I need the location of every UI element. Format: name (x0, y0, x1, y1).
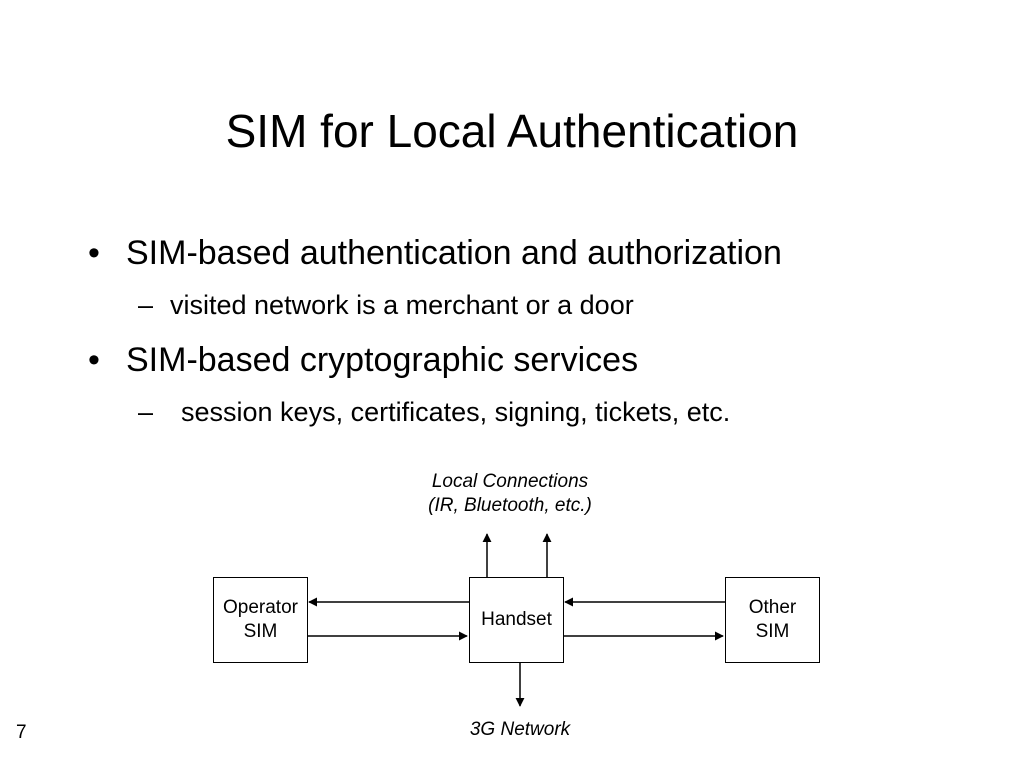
bullet-marker: • (88, 341, 100, 379)
operator-sim-line1: Operator (223, 597, 298, 618)
slide-title: SIM for Local Authentication (225, 105, 799, 157)
operator-sim-box: Operator SIM (213, 577, 308, 663)
local-connections-line1: Local Connections (431, 471, 589, 492)
sub-bullet-item: – session keys, certificates, signing, t… (138, 396, 731, 428)
bullet-text: SIM-based authentication and authorizati… (126, 234, 782, 272)
other-sim-box: Other SIM (725, 577, 820, 663)
sub-bullet-item: – visited network is a merchant or a doo… (138, 289, 634, 321)
sub-bullet-text: session keys, certificates, signing, tic… (181, 397, 731, 427)
operator-sim-line2: SIM (243, 621, 278, 642)
local-connections-line2: (IR, Bluetooth, etc.) (428, 495, 592, 516)
bullet-item: • SIM-based cryptographic services (88, 340, 639, 380)
sub-bullet-text: visited network is a merchant or a door (170, 290, 634, 320)
handset-label: Handset (481, 609, 552, 630)
bullet-item: • SIM-based authentication and authoriza… (88, 233, 782, 273)
other-sim-line1: Other (748, 597, 797, 618)
bullet-text: SIM-based cryptographic services (126, 341, 639, 379)
local-connections-label: Local Connections (IR, Bluetooth, etc.) (380, 470, 640, 518)
page-number: 7 (16, 722, 27, 743)
handset-box: Handset (469, 577, 564, 663)
bullet-marker: • (88, 234, 100, 272)
sub-bullet-marker: – (138, 290, 154, 320)
sub-bullet-marker: – (138, 397, 154, 427)
other-sim-line2: SIM (755, 621, 790, 642)
network-label: 3G Network (469, 719, 571, 740)
